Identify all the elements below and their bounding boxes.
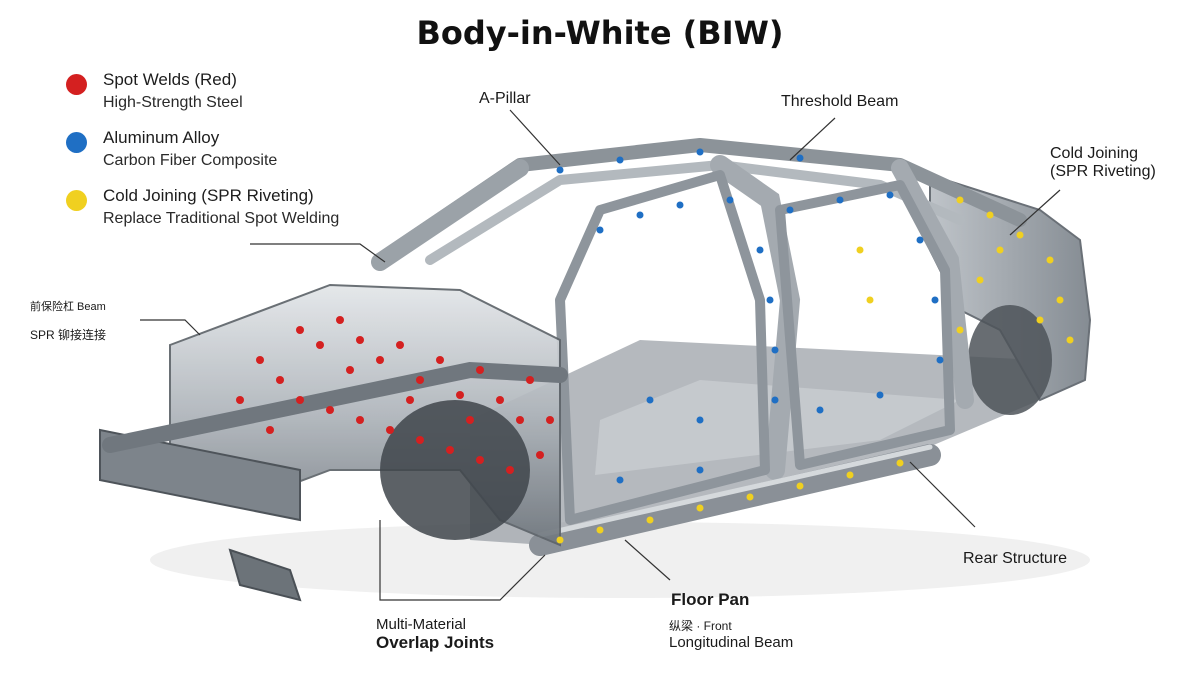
- rear-structure-leader: [909, 461, 976, 528]
- label-threshold-beam: Threshold Beam: [781, 93, 899, 110]
- c-pillar-shape: [891, 159, 974, 409]
- callout-lines: [140, 109, 1061, 601]
- red-dot-icon: [66, 74, 87, 95]
- label-line: (SPR Riveting): [1050, 163, 1156, 180]
- legend-leader: [250, 243, 386, 263]
- yellow-dot-icon: [66, 190, 87, 211]
- label-rear-structure: Rear Structure: [963, 550, 1068, 567]
- multi-material-leader: [379, 520, 546, 601]
- legend-secondary-label: Carbon Fiber Composite: [103, 152, 278, 169]
- label-a-pillar: A-Pillar: [479, 90, 531, 107]
- sill-highlight: [537, 444, 933, 538]
- rear-door-frame: [775, 180, 955, 470]
- front-bumper-beam: [99, 428, 301, 522]
- legend-secondary-label: High-Strength Steel: [103, 94, 243, 111]
- a-pillar-leader: [509, 109, 561, 166]
- aluminum-dots: [556, 148, 944, 484]
- label-line: Overlap Joints: [376, 633, 495, 652]
- label-front-beam-cn: 前保险杠 Beam: [30, 301, 106, 313]
- label-line: Longitudinal Beam: [669, 634, 794, 651]
- floor-pan-leader: [624, 539, 671, 581]
- front-beam-leader: [140, 319, 201, 336]
- label-line: Multi-Material: [376, 616, 467, 633]
- legend-secondary-label: Replace Traditional Spot Welding: [103, 210, 340, 227]
- front-longitudinal-shape: [102, 361, 568, 453]
- legend-primary-label: Cold Joining (SPR Riveting): [103, 186, 314, 205]
- front-door-frame: [555, 170, 770, 525]
- front-lower-bracket: [228, 548, 302, 602]
- rear-wheel-arch: [968, 305, 1052, 415]
- blue-dot-icon: [66, 132, 87, 153]
- spot-weld-dots: [236, 316, 554, 474]
- legend-primary-label: Spot Welds (Red): [103, 70, 237, 89]
- cold-joining-dots: [556, 196, 1074, 544]
- threshold-beam-shape: [529, 444, 941, 556]
- label-cold-joining: Cold Joining (SPR Riveting): [1050, 145, 1156, 181]
- label-line: Cold Joining: [1050, 145, 1139, 162]
- threshold-beam-leader: [789, 117, 836, 161]
- label-front-longitudinal: 纵梁 · Front Longitudinal Beam: [669, 617, 793, 651]
- label-floor-pan: Floor Pan: [671, 590, 750, 609]
- label-multi-material: Multi-Material Overlap Joints: [376, 616, 494, 653]
- label-line: 纵梁 · Front: [669, 619, 732, 633]
- label-spr-cn: SPR 铆接连接: [30, 328, 107, 342]
- ground-shadow: [150, 522, 1090, 598]
- legend-primary-label: Aluminum Alloy: [103, 128, 220, 147]
- diagram-title: Body-in-White (BIW): [416, 14, 784, 52]
- a-pillar-shape: [371, 159, 529, 271]
- front-wheel-arch: [380, 400, 530, 540]
- cold-joining-leader: [1009, 189, 1061, 236]
